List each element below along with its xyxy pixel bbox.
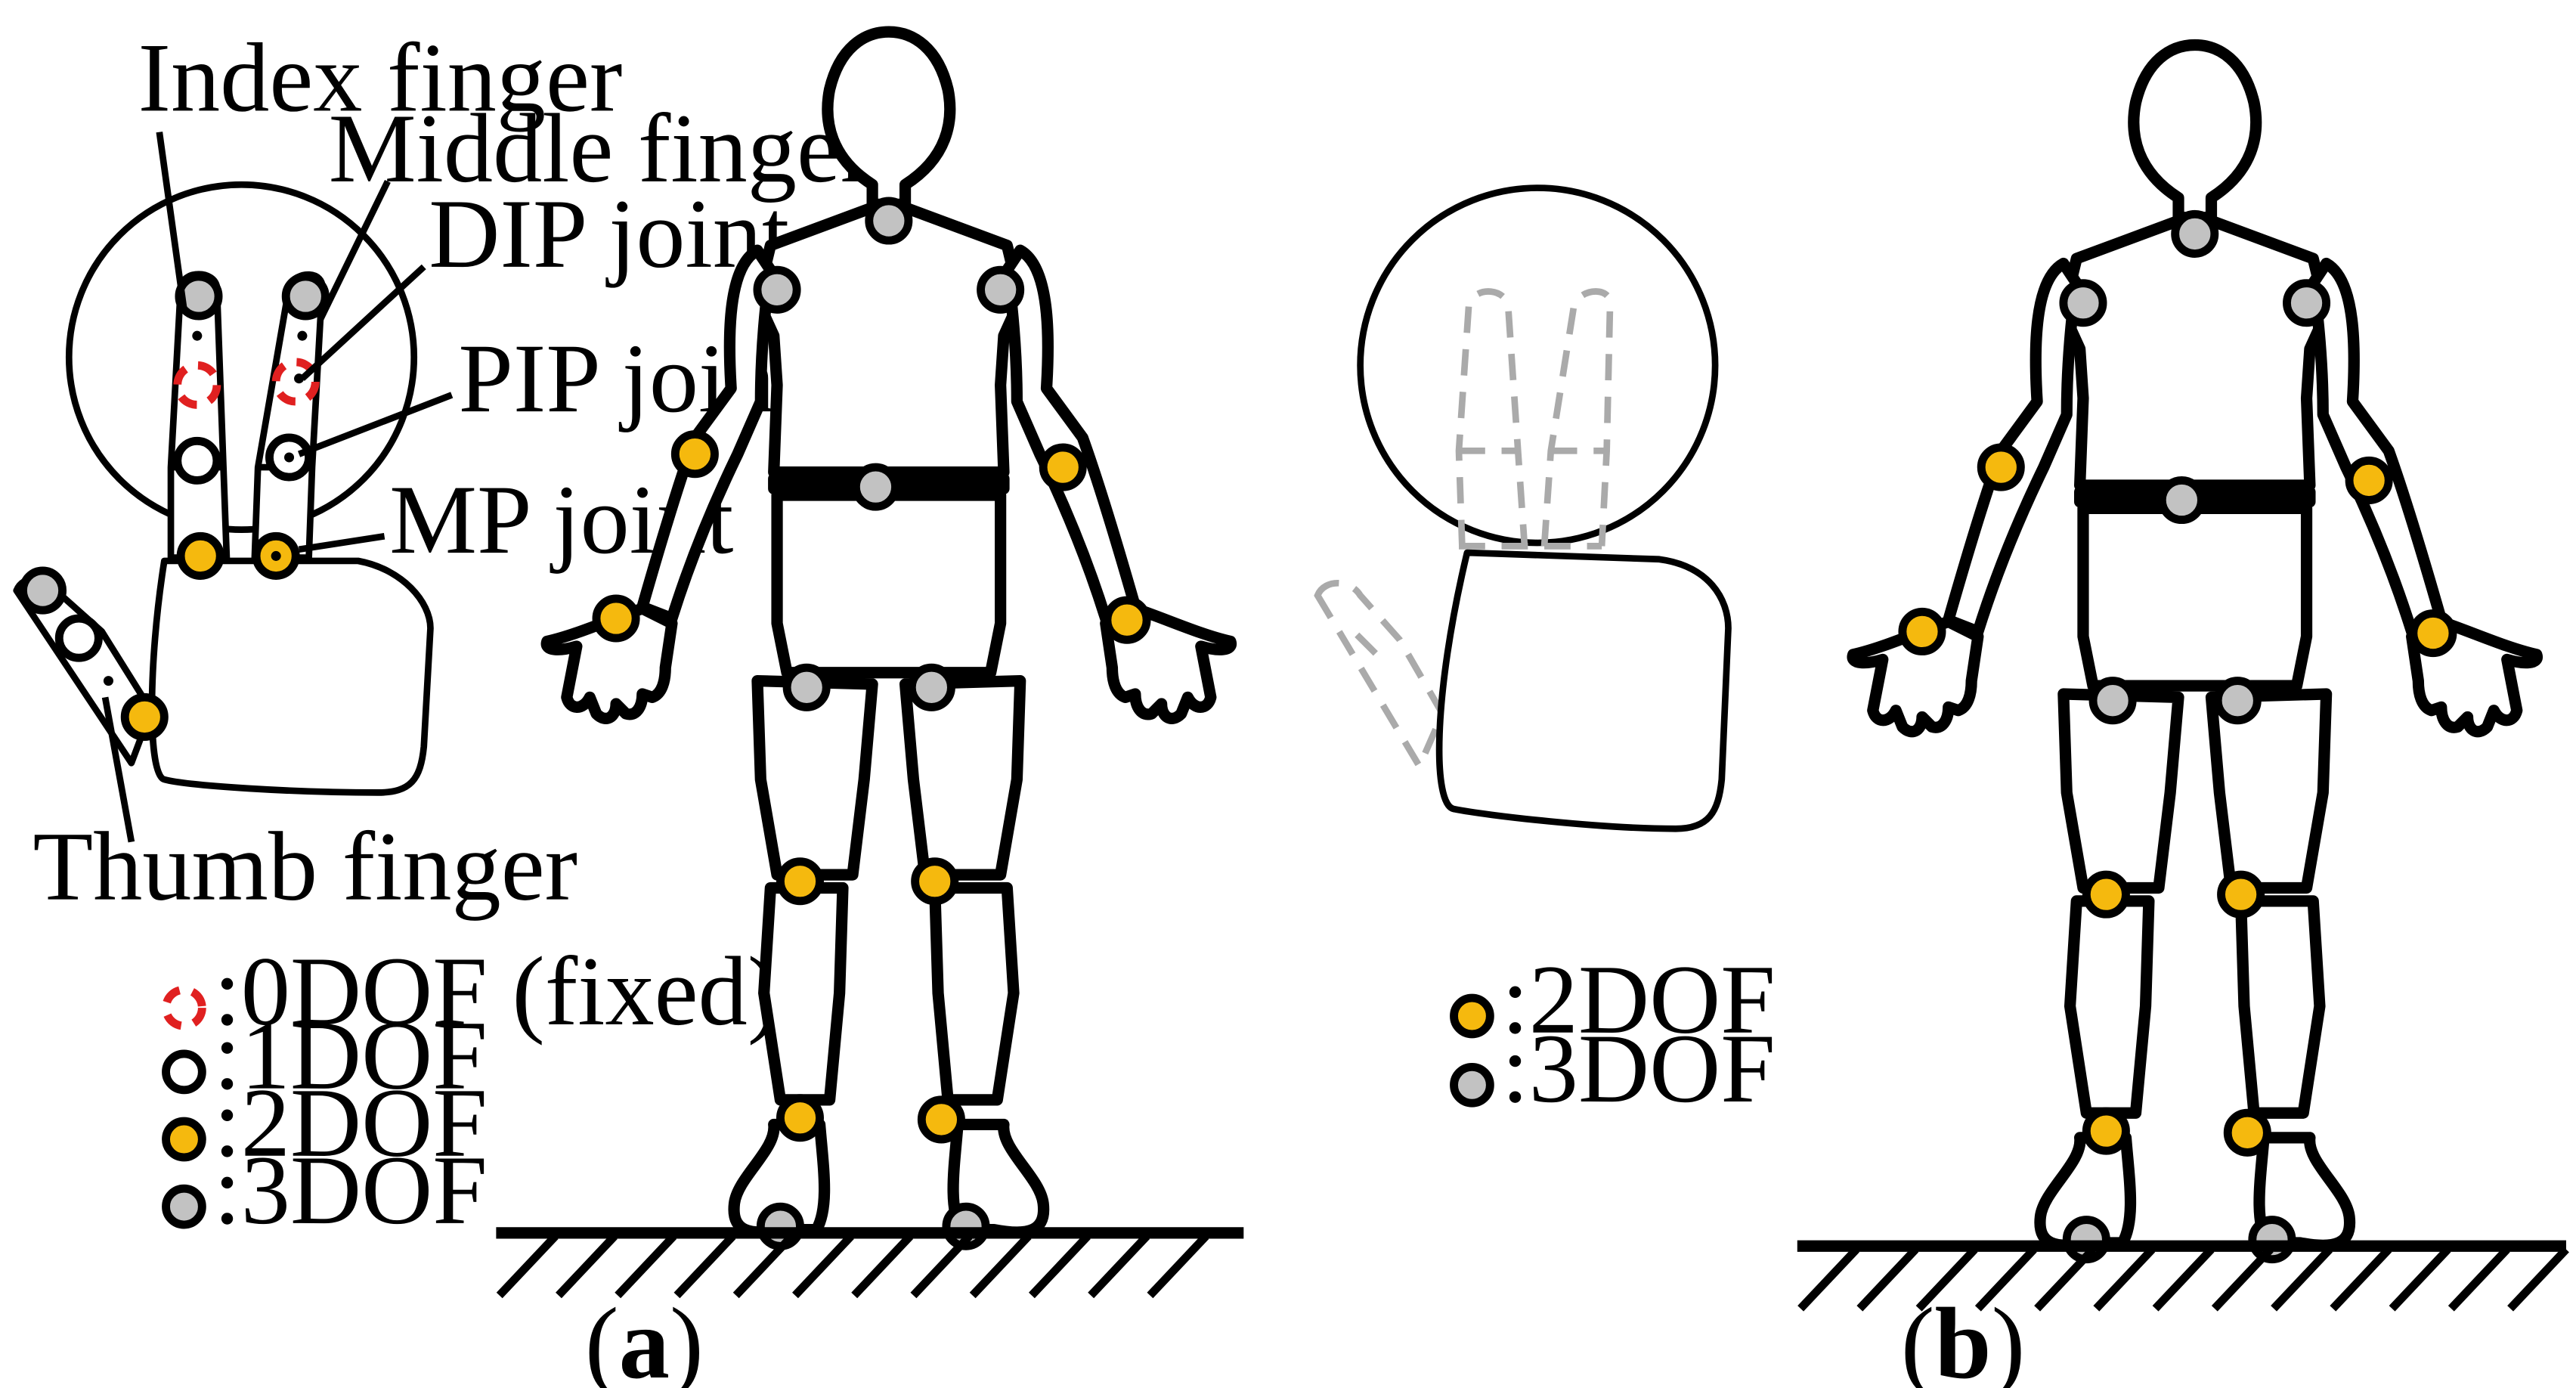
ground-hatch-line — [969, 1233, 1032, 1299]
ground-hatch-line — [851, 1233, 914, 1299]
hand-detail-diagram — [13, 132, 454, 843]
caption-a: (a) — [585, 1287, 704, 1388]
label-index-finger: Index finger — [138, 23, 623, 132]
ground-hatch-line — [615, 1233, 677, 1299]
ground-hatch-line — [2152, 1246, 2215, 1312]
ground-hatch-line — [2093, 1246, 2156, 1312]
ground-hatch-line — [2271, 1246, 2333, 1312]
legend-a-0dof: :0DOF (fixed) — [214, 937, 781, 1046]
ground-b — [1797, 1240, 2569, 1312]
ground-hatch-line — [2389, 1246, 2451, 1312]
ground-hatch-line — [673, 1233, 736, 1299]
ground-hatch-line — [1088, 1233, 1150, 1299]
legend-a-3dof: :3DOF — [214, 1136, 488, 1245]
label-dip-joint: DIP joint — [429, 180, 789, 289]
ground-hatch-line — [1028, 1233, 1091, 1299]
panel-b: :2DOF :3DOF (b) — [1314, 45, 2569, 1388]
ground-hatch-line — [556, 1233, 618, 1299]
ground-hatch-line — [1797, 1246, 1859, 1312]
ground-hatch-line — [1915, 1246, 1978, 1312]
label-middle-finger: Middle finger — [329, 94, 874, 203]
ground-hatch-line — [2330, 1246, 2392, 1312]
ground-hatch-line — [1856, 1246, 1919, 1312]
ground-hatch-line — [496, 1233, 559, 1299]
ground-hatch-line — [2211, 1246, 2274, 1312]
legend-panel-a: :0DOF (fixed) :1DOF :2DOF :3DOF — [162, 937, 781, 1245]
legend-a-2dof: :2DOF — [214, 1069, 488, 1178]
legend-panel-b: :2DOF :3DOF — [1450, 946, 1776, 1123]
ground-hatch-line — [2448, 1246, 2510, 1312]
ground-hatch-line — [2034, 1246, 2096, 1312]
ground-hatch-line — [2507, 1246, 2569, 1312]
humanoid-figure-b — [1853, 45, 2537, 1259]
panel-a: Index finger Middle finger DIP joint PIP… — [13, 23, 1244, 1388]
label-thumb-finger: Thumb finger — [33, 813, 577, 922]
legend-b-3dof: :3DOF — [1502, 1015, 1776, 1123]
legend-b-2dof: :2DOF — [1502, 946, 1776, 1055]
ground-a — [496, 1227, 1244, 1299]
caption-b: (b) — [1901, 1287, 2026, 1388]
ground-hatch-line — [732, 1233, 795, 1299]
ground-hatch-line — [792, 1233, 854, 1299]
legend-a-1dof: :1DOF — [214, 1002, 488, 1111]
ground-hatch-line — [1147, 1233, 1209, 1299]
hand-fixed-diagram — [1314, 184, 1732, 832]
ground-hatch-line — [1974, 1246, 2037, 1312]
ground-hatch-line — [910, 1233, 973, 1299]
